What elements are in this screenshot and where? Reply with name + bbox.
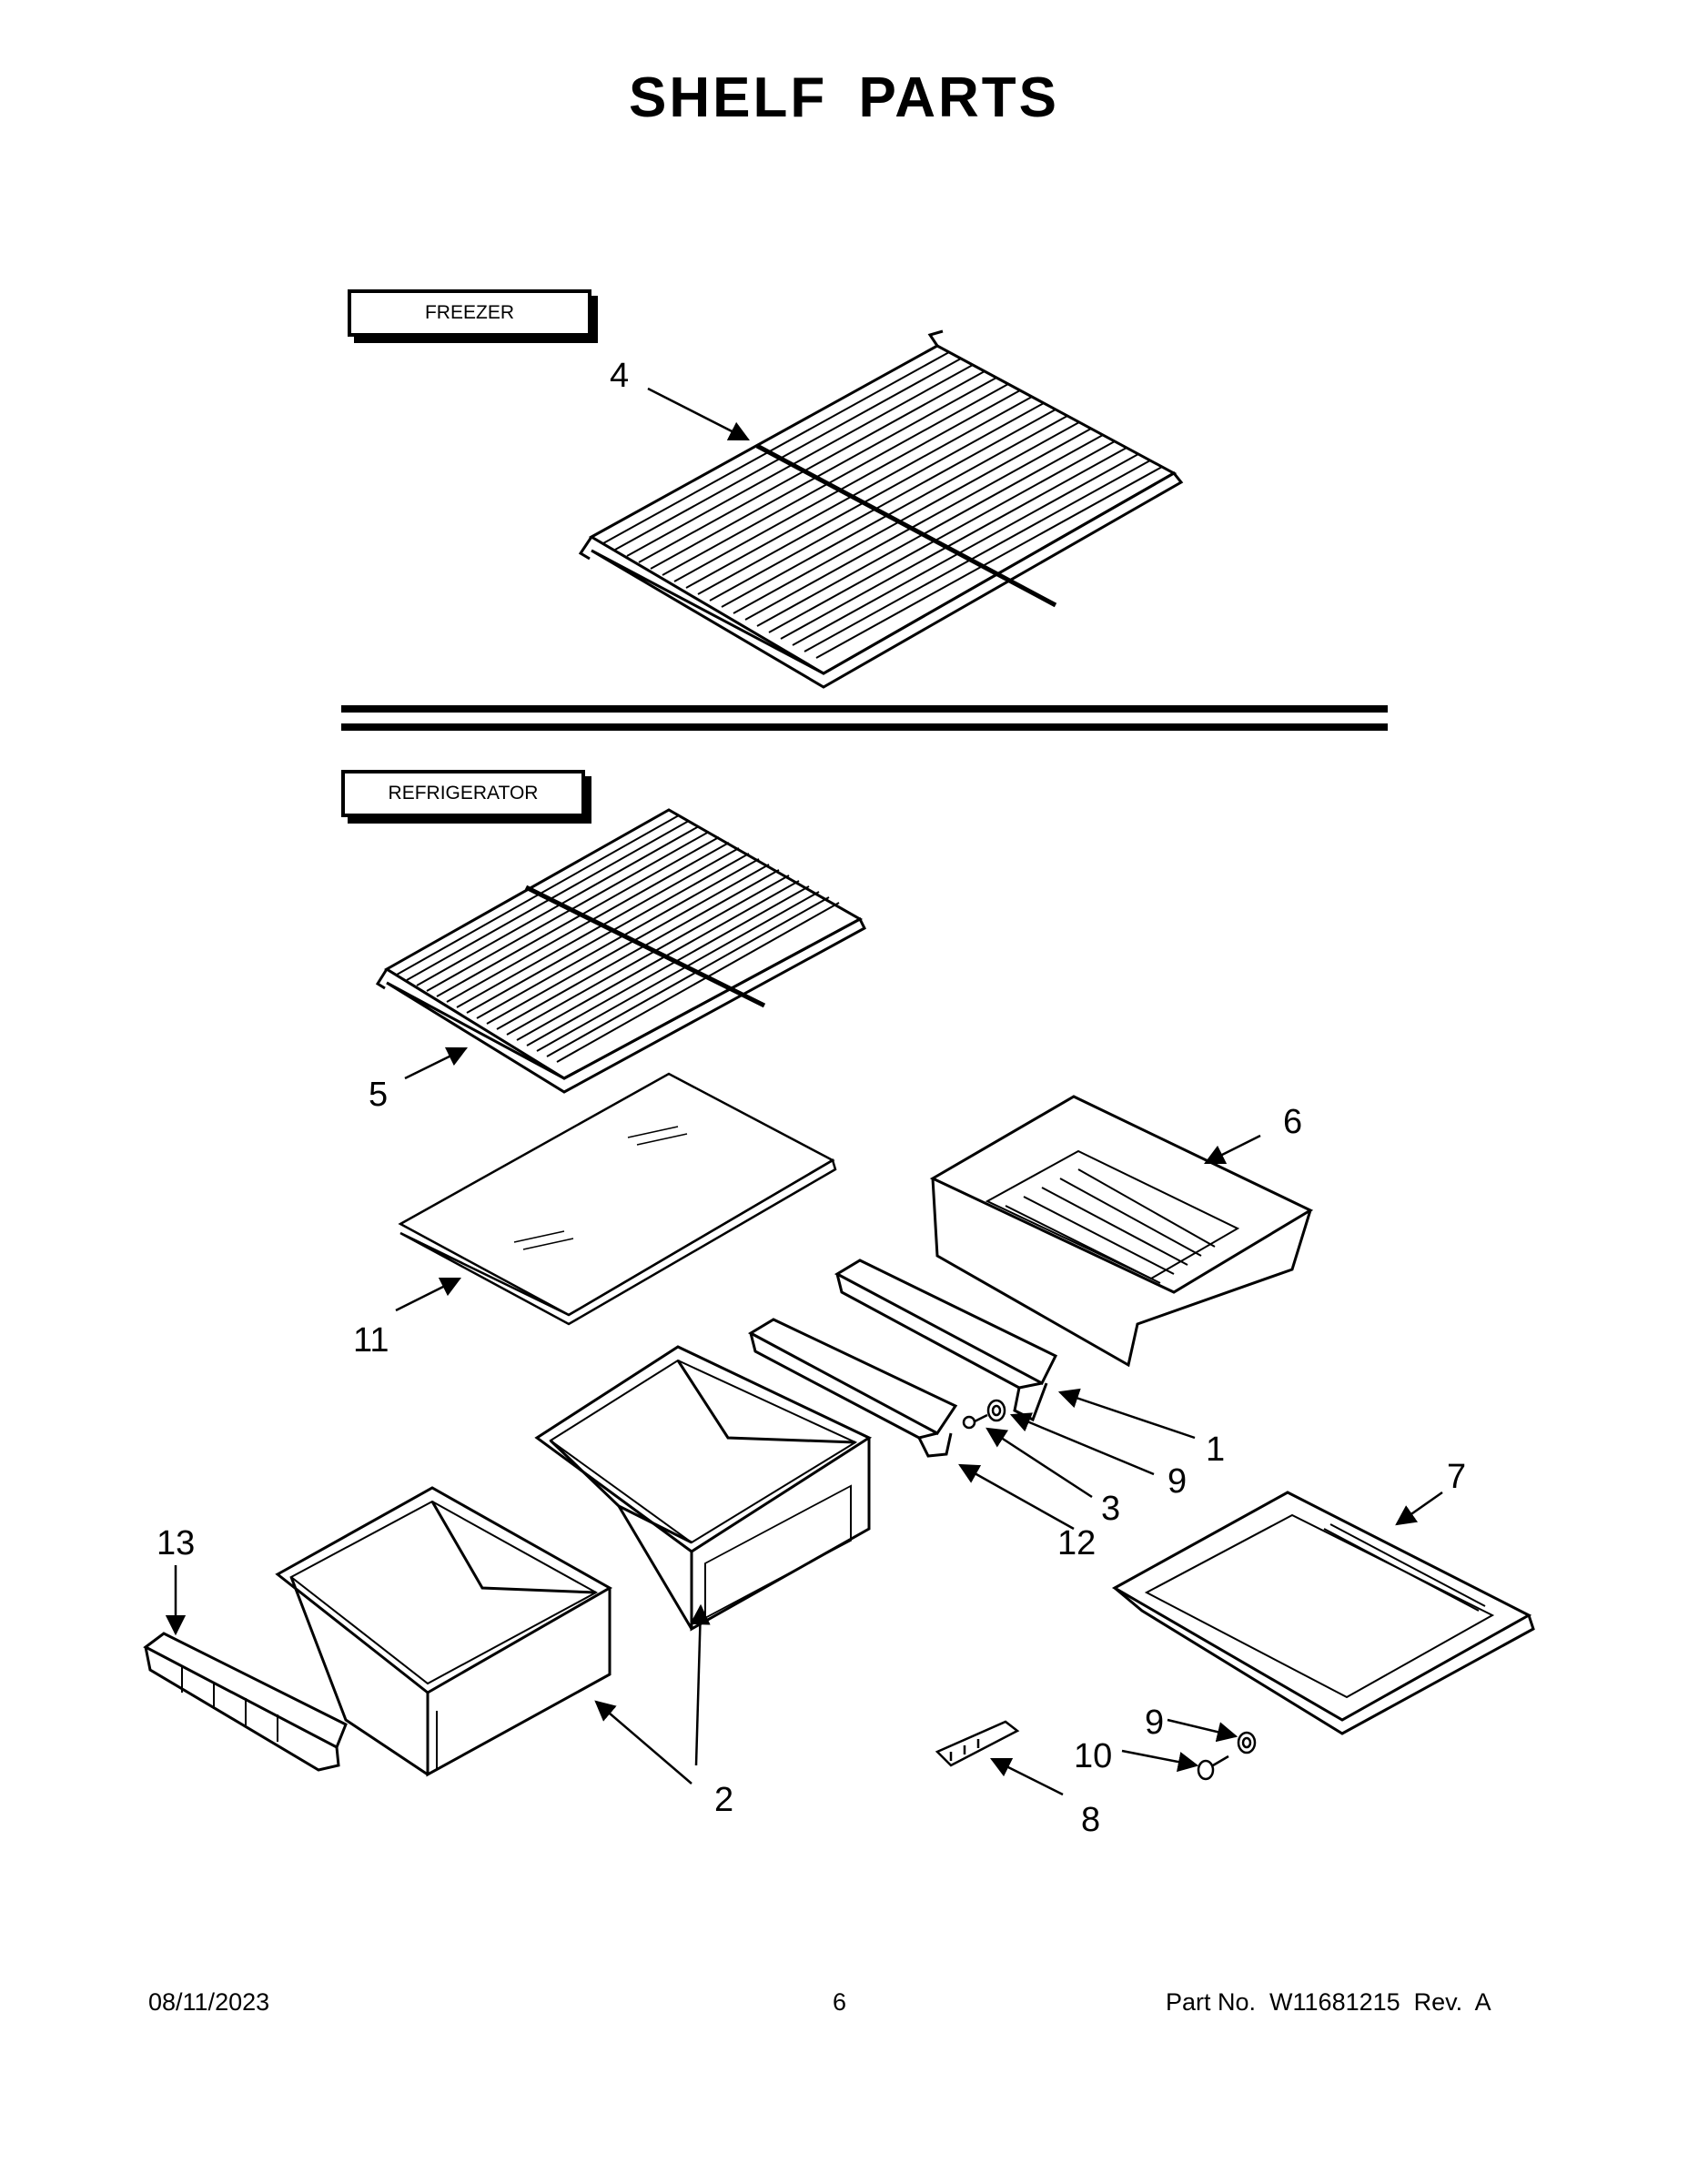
drawer-rail-part-13 <box>143 1632 348 1772</box>
section-divider-top <box>341 705 1388 713</box>
footer-page-number: 6 <box>833 1988 847 2016</box>
section-divider-bottom <box>341 723 1388 731</box>
refrigerator-label-text: REFRIGERATOR <box>388 783 539 804</box>
crisper-cover <box>1111 1491 1535 1735</box>
refrigerator-label: REFRIGERATOR <box>341 770 585 817</box>
screw-part-10 <box>1197 1754 1229 1781</box>
leader-lines <box>165 387 1443 1796</box>
glass-shelf <box>398 1072 837 1326</box>
callout-9-lower: 9 <box>1145 1704 1164 1742</box>
shelf-rail-left <box>747 1318 958 1458</box>
freezer-label-text: FREEZER <box>424 302 514 323</box>
spacer-part-9-lower <box>1237 1731 1257 1754</box>
footer-part-number: Part No. W11681215 Rev. A <box>1166 1988 1491 2016</box>
callout-4: 4 <box>610 357 629 395</box>
crisper-drawer-left <box>275 1486 613 1777</box>
freezer-wire-shelf <box>578 329 1184 689</box>
callout-11: 11 <box>353 1321 389 1360</box>
callout-5: 5 <box>369 1076 388 1114</box>
footer-date: 08/11/2023 <box>148 1988 270 2016</box>
screw-part-3 <box>962 1413 988 1430</box>
callout-2: 2 <box>714 1781 733 1819</box>
spacer-part-9-upper <box>986 1399 1006 1422</box>
callout-6: 6 <box>1283 1103 1302 1141</box>
callout-3: 3 <box>1101 1490 1120 1528</box>
refrigerator-wire-shelf <box>375 808 866 1094</box>
callout-10: 10 <box>1074 1737 1112 1775</box>
callout-1: 1 <box>1206 1431 1225 1469</box>
callout-9-upper: 9 <box>1167 1462 1187 1501</box>
page-title: SHELF PARTS <box>629 66 1059 129</box>
callout-7: 7 <box>1447 1458 1466 1496</box>
callout-8: 8 <box>1081 1801 1100 1839</box>
crisper-drawer-right <box>534 1345 873 1632</box>
freezer-label: FREEZER <box>348 289 591 337</box>
callout-13: 13 <box>157 1524 195 1562</box>
clip-part-8 <box>935 1720 1020 1767</box>
callout-12: 12 <box>1057 1524 1096 1562</box>
deli-pan <box>929 1095 1314 1368</box>
